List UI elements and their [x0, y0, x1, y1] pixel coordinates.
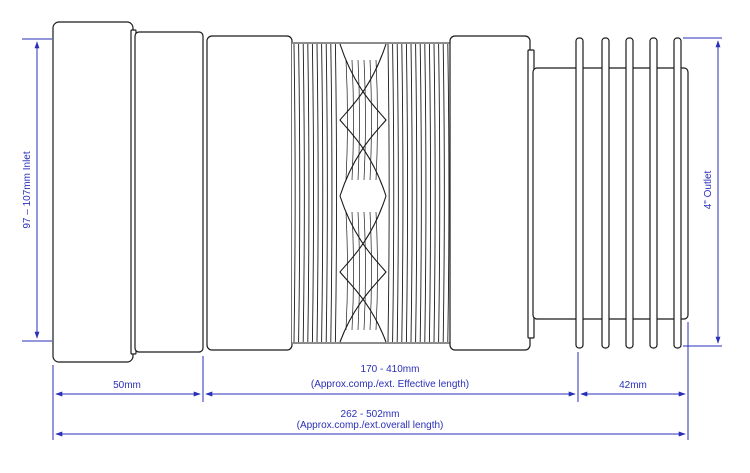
hose-rib: [396, 43, 399, 343]
outlet-fin: [601, 37, 610, 349]
hose-rib: [424, 43, 427, 343]
hose-rib: [410, 43, 413, 343]
hose-rib: [433, 43, 436, 343]
inlet-diameter-label: 97 – 107mm Inlet: [22, 151, 33, 228]
hose-twist-rib: [351, 59, 354, 181]
outlet-fin: [575, 37, 584, 349]
hose-twist-rib: [345, 211, 348, 331]
effective-note-label: (Approx.comp./ext. Effective length): [311, 379, 469, 390]
inlet-collar: [134, 31, 204, 353]
dimension-lines: [22, 37, 722, 440]
hose-twist: [339, 43, 387, 197]
connector-body: [52, 21, 689, 363]
hose-twist-rib: [357, 211, 360, 331]
hose-rib: [321, 43, 324, 343]
hose-rib: [293, 43, 296, 343]
hose-rib: [419, 43, 422, 343]
hose-rib: [307, 43, 310, 343]
outlet-length-label: 42mm: [619, 380, 647, 391]
hose-rib: [316, 43, 319, 343]
hose-twist-rib: [351, 211, 354, 331]
hose-rib: [387, 43, 390, 343]
hose-rib: [447, 43, 450, 343]
outlet-diameter-label: 4" Outlet: [703, 170, 714, 209]
hose-twist-rib: [375, 211, 378, 331]
hose-rib: [415, 43, 418, 343]
hose-rib: [298, 43, 301, 343]
inlet-socket: [52, 21, 134, 363]
effective-range-label: 170 - 410mm: [361, 364, 420, 375]
hose-twist-rib: [345, 59, 348, 181]
hose-twist: [339, 195, 387, 343]
outlet-fin: [673, 37, 682, 349]
hose-twist-rib: [357, 59, 360, 181]
hose-twist-rib: [375, 59, 378, 181]
corrugated-section: [292, 42, 450, 344]
outlet-spigot: [532, 67, 689, 320]
hose-twist-rib: [363, 211, 366, 331]
hose-rib: [302, 43, 305, 343]
hose-rib: [330, 43, 333, 343]
hose-rib: [311, 43, 314, 343]
hose-rib: [405, 43, 408, 343]
outlet-coupling: [449, 35, 531, 351]
hose-twist-rib: [369, 59, 372, 181]
hose-rib: [334, 43, 337, 343]
hose-rib: [325, 43, 328, 343]
hose-rib: [401, 43, 404, 343]
hose-rib: [438, 43, 441, 343]
main-sleeve: [206, 35, 293, 351]
overall-range-label: 262 - 502mm: [341, 409, 400, 420]
outlet-fin: [625, 37, 634, 349]
hose-rib: [442, 43, 445, 343]
inlet-length-label: 50mm: [113, 380, 141, 391]
hose-rib: [392, 43, 395, 343]
outlet-fin: [649, 37, 658, 349]
hose-twist-rib: [369, 211, 372, 331]
hose-twist-rib: [363, 59, 366, 181]
hose-rib: [428, 43, 431, 343]
overall-note-label: (Approx.comp./ext.overall length): [297, 420, 444, 431]
